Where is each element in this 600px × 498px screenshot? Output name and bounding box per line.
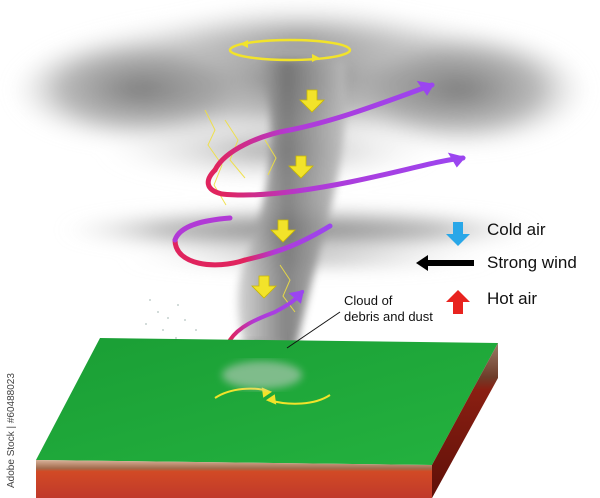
spiral-arrowhead-icon <box>416 80 435 96</box>
ground-swirl <box>214 387 331 405</box>
legend-item-hot-air: Hot air <box>473 289 537 309</box>
arrow-left-icon <box>416 255 474 271</box>
stock-image-id: Adobe Stock | #60488023 <box>6 373 17 488</box>
legend-item-cold-air: Cold air <box>473 220 546 240</box>
debris-annotation: Cloud of debris and dust <box>344 293 474 325</box>
debris-dust-cloud <box>222 361 302 389</box>
ground-block <box>36 338 498 498</box>
arrow-down-icon <box>270 219 296 243</box>
annotation-leader-line <box>286 311 341 349</box>
arrow-down-icon <box>299 89 325 113</box>
arrow-down-icon <box>446 222 470 246</box>
arrow-up-icon <box>446 290 470 314</box>
arrow-down-icon <box>251 275 277 299</box>
legend-label: Hot air <box>487 289 538 308</box>
cold-downdraft-arrows <box>251 89 325 299</box>
legend-icons <box>416 222 474 314</box>
top-circulation-ring <box>228 38 352 62</box>
legend-label: Strong wind <box>487 253 577 272</box>
legend-label: Cold air <box>487 220 546 239</box>
arrow-down-icon <box>288 155 314 179</box>
debris-annotation-line2: debris and dust <box>344 309 433 324</box>
spiral-arrowhead-icon <box>288 290 304 304</box>
spiral-arrowhead-icon <box>447 152 466 168</box>
rotating-wind-spiral <box>172 80 466 342</box>
legend-item-strong-wind: Strong wind <box>473 253 577 273</box>
debris-annotation-line1: Cloud of <box>344 293 393 308</box>
